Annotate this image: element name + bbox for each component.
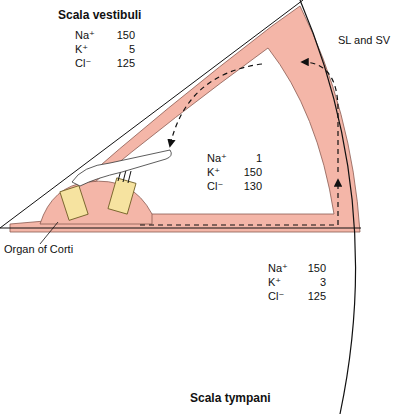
ion-name: Na⁺ xyxy=(207,152,227,165)
ion-name: Cl⁻ xyxy=(75,57,91,70)
ion-name: Cl⁻ xyxy=(268,290,284,303)
ion-name: Cl⁻ xyxy=(207,180,223,193)
concentration-value: 5 xyxy=(129,43,135,56)
concentration-value: 125 xyxy=(117,57,135,70)
concentration-value: 125 xyxy=(308,290,326,303)
concentration-value: 150 xyxy=(117,29,135,42)
structure-label: Organ of Corti xyxy=(4,243,73,256)
hair-cell xyxy=(108,178,136,214)
tectorial-membrane xyxy=(72,150,171,186)
concentration-value: 1 xyxy=(256,152,262,165)
potassium-flow xyxy=(140,180,338,225)
cochlear-wall xyxy=(300,0,356,414)
concentration-value: 150 xyxy=(308,262,326,275)
region-title: Scala vestibuli xyxy=(58,9,141,22)
ion-name: Na⁺ xyxy=(75,29,95,42)
region-title: Scala tympani xyxy=(190,392,271,405)
structure-label: SL and SV xyxy=(338,34,390,47)
ion-name: K⁺ xyxy=(207,166,220,179)
concentration-value: 130 xyxy=(244,180,262,193)
potassium-flow xyxy=(302,62,338,172)
ion-name: K⁺ xyxy=(268,276,281,289)
potassium-flow xyxy=(170,64,262,146)
scala-boundary xyxy=(0,0,303,228)
leader-line xyxy=(40,222,58,244)
scala-media xyxy=(90,48,334,214)
hair-cell xyxy=(60,186,88,221)
pink-tissue xyxy=(10,6,360,232)
concentration-value: 3 xyxy=(320,276,326,289)
ion-name: K⁺ xyxy=(75,43,88,56)
ion-name: Na⁺ xyxy=(268,262,288,275)
scala-boundary xyxy=(0,228,361,229)
concentration-value: 150 xyxy=(244,166,262,179)
